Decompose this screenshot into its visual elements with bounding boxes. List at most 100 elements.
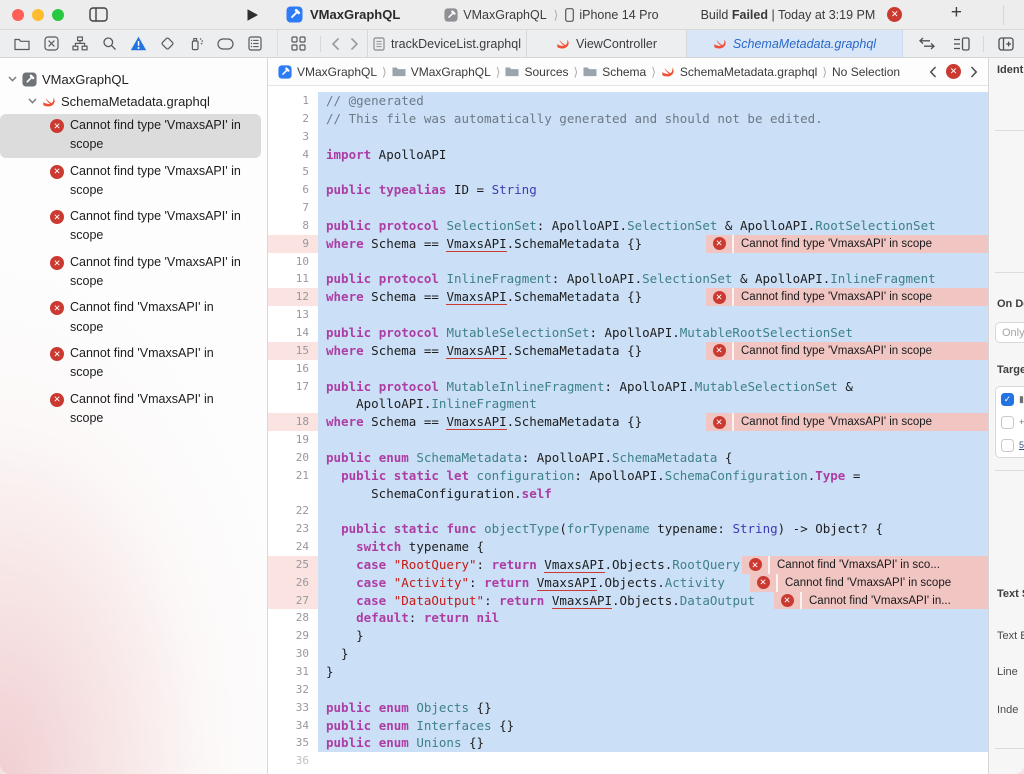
issue-navigator-icon[interactable] [129, 33, 149, 55]
error-annotation[interactable]: ✕Cannot find type 'VmaxsAPI' in scope [706, 341, 988, 360]
code-line[interactable]: 23 public static func objectType(forType… [268, 520, 988, 539]
target-row[interactable]: + [1001, 415, 1024, 429]
code-line[interactable]: 24 switch typename { [268, 538, 988, 556]
target-row[interactable]: 5 [1001, 438, 1024, 452]
line-number[interactable]: 30 [295, 647, 309, 661]
line-number[interactable]: 18 [268, 413, 318, 432]
breadcrumb-item[interactable]: SchemaMetadata.graphql [661, 65, 817, 79]
editor-options-icon[interactable] [949, 33, 973, 55]
report-navigator-icon[interactable] [245, 33, 265, 55]
code-line[interactable]: 26 case "Activity": return VmaxsAPI.Obje… [268, 573, 988, 592]
code-line[interactable]: 19 [268, 431, 988, 449]
line-number[interactable]: 35 [295, 736, 309, 750]
line-number[interactable]: 17 [295, 379, 309, 393]
line-number[interactable] [268, 395, 318, 413]
line-number[interactable]: 22 [295, 504, 309, 518]
line-number[interactable]: 4 [302, 147, 309, 161]
forward-button[interactable] [350, 37, 359, 51]
error-annotation[interactable]: ✕Cannot find 'VmaxsAPI' in sco... [742, 555, 988, 574]
breadcrumb-item[interactable]: VMaxGraphQL [392, 65, 491, 79]
sidebar-item-file[interactable]: SchemaMetadata.graphql [0, 90, 267, 112]
search-icon[interactable] [99, 33, 119, 55]
line-number[interactable]: 29 [295, 629, 309, 643]
line-number[interactable]: 21 [295, 468, 309, 482]
close-window-button[interactable] [12, 8, 24, 21]
line-number[interactable]: 10 [295, 254, 309, 268]
source-control-icon[interactable] [41, 33, 61, 55]
error-annotation[interactable]: ✕Cannot find 'VmaxsAPI' in... [774, 591, 988, 610]
issue-count-badge[interactable]: ✕ [946, 64, 961, 79]
code-line[interactable]: 2// This file was automatically generate… [268, 109, 988, 128]
code-line[interactable]: 21 public static let configuration: Apol… [268, 466, 988, 485]
line-number[interactable]: 13 [295, 308, 309, 322]
checkbox-icon[interactable] [1001, 415, 1014, 429]
symbol-navigator-icon[interactable] [70, 33, 90, 55]
error-annotation[interactable]: ✕Cannot find type 'VmaxsAPI' in scope [706, 288, 988, 307]
line-number[interactable]: 23 [295, 522, 309, 536]
error-annotation[interactable]: ✕Cannot find type 'VmaxsAPI' in scope [706, 234, 988, 253]
issue-list-item[interactable]: ✕Cannot find 'VmaxsAPI' in scope [0, 296, 261, 340]
line-number[interactable]: 34 [295, 718, 309, 732]
line-number[interactable]: 11 [295, 272, 309, 286]
line-number[interactable] [268, 485, 318, 503]
line-number[interactable]: 9 [268, 234, 318, 253]
line-number[interactable]: 5 [302, 165, 309, 179]
chevron-down-icon[interactable] [28, 98, 37, 104]
issue-list-item[interactable]: ✕Cannot find 'VmaxsAPI' in scope [0, 342, 261, 386]
breadcrumb-item[interactable]: Sources [505, 65, 569, 79]
code-line[interactable]: 10 [268, 252, 988, 271]
line-number[interactable]: 33 [295, 700, 309, 714]
tags-field[interactable]: Only [995, 322, 1024, 343]
checkbox-icon[interactable] [1001, 438, 1014, 452]
code-line[interactable]: SchemaConfiguration.self [268, 484, 988, 503]
code-line[interactable]: 22 [268, 502, 988, 521]
line-number[interactable]: 3 [302, 129, 309, 143]
error-badge-icon[interactable]: ✕ [887, 7, 903, 22]
issue-list-item[interactable]: ✕Cannot find type 'VmaxsAPI' in scope [0, 251, 261, 295]
line-number[interactable]: 36 [295, 754, 309, 768]
sidebar-item-project[interactable]: VMaxGraphQL [0, 68, 267, 90]
line-number[interactable]: 12 [268, 288, 318, 307]
line-number[interactable]: 8 [302, 218, 309, 232]
add-tab-button[interactable]: + [950, 2, 962, 23]
code-line[interactable]: ApolloAPI.InlineFragment [268, 395, 988, 414]
tab-overview-icon[interactable] [286, 33, 310, 55]
code-line[interactable]: 3 [268, 127, 988, 146]
code-line[interactable]: 30 } [268, 645, 988, 663]
previous-issue-button[interactable] [929, 65, 937, 78]
tab-ViewController[interactable]: ViewController [527, 30, 687, 57]
target-row[interactable]: ✓▮ [1001, 392, 1024, 406]
code-line[interactable]: 29 } [268, 627, 988, 646]
code-line[interactable]: 16 [268, 359, 988, 378]
line-number[interactable]: 20 [295, 450, 309, 464]
next-issue-button[interactable] [970, 65, 978, 78]
code-line[interactable]: 5 [268, 163, 988, 182]
sidebar-toggle-icon[interactable] [86, 4, 110, 26]
code-line[interactable]: 13 [268, 306, 988, 324]
swap-arrows-icon[interactable] [915, 33, 939, 55]
line-number[interactable]: 27 [268, 591, 318, 610]
issue-list-item[interactable]: ✕Cannot find type 'VmaxsAPI' in scope [0, 114, 261, 158]
line-number[interactable]: 2 [302, 111, 309, 125]
code-line[interactable]: 7 [268, 199, 988, 217]
line-number[interactable]: 26 [268, 573, 318, 592]
code-line[interactable]: 25 case "RootQuery": return VmaxsAPI.Obj… [268, 555, 988, 574]
code-line[interactable]: 28 default: return nil [268, 609, 988, 628]
minimize-window-button[interactable] [32, 8, 44, 21]
line-number[interactable]: 15 [268, 341, 318, 360]
line-number[interactable]: 6 [302, 183, 309, 197]
zoom-window-button[interactable] [52, 8, 64, 21]
error-annotation[interactable]: ✕Cannot find type 'VmaxsAPI' in scope [706, 413, 988, 432]
back-button[interactable] [331, 37, 340, 51]
code-line[interactable]: 32 [268, 680, 988, 699]
